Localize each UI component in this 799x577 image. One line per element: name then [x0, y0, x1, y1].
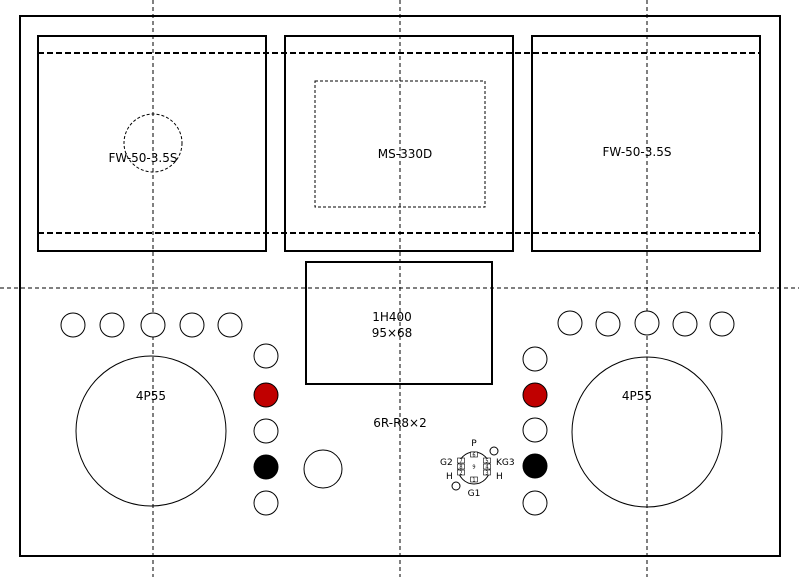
terminal-black: [522, 453, 548, 479]
socket-pin-number: 9: [472, 465, 475, 471]
pin-label-h-left: H: [446, 472, 453, 482]
pin-label-h-right: H: [496, 472, 503, 482]
socket-mount-holes: [451, 446, 499, 491]
transformer-center-label: MS-330D: [378, 147, 432, 161]
pin-label-g1: G1: [468, 489, 481, 499]
choke-box: [305, 261, 493, 385]
terminal-white: [253, 343, 279, 369]
large-hole: [303, 449, 343, 489]
small-hole: [99, 312, 125, 338]
socket-mount-hole: [451, 481, 461, 491]
small-hole: [595, 311, 621, 337]
socket-pin-marker: [470, 476, 478, 483]
terminal-white: [522, 417, 548, 443]
socket-pin-number: 1: [472, 478, 475, 484]
socket-pin-number: 6: [472, 453, 475, 459]
left-terminal-column: [253, 343, 279, 516]
transformer-left-box: [37, 35, 267, 252]
terminal-white: [522, 490, 548, 516]
terminal-black: [253, 454, 279, 480]
socket-pin-marker: [483, 463, 491, 470]
transformer-center-box: [284, 35, 514, 252]
socket-pin-number: 3: [485, 471, 488, 477]
pin-label-kg3: KG3: [496, 458, 515, 468]
small-hole: [557, 310, 583, 336]
terminal-red: [522, 382, 548, 408]
small-hole: [217, 312, 243, 338]
choke-size-label: 95×68: [372, 326, 413, 340]
socket-pin-marker: [483, 457, 491, 464]
socket-pin-number: 5: [485, 459, 488, 465]
terminal-white: [253, 418, 279, 444]
small-hole: [140, 312, 166, 338]
left-hole-row: [60, 312, 243, 338]
socket-pin-number: 4: [485, 465, 488, 471]
transformer-right-label: FW-50-3.5S: [603, 145, 672, 159]
transformer-right-box: [531, 35, 761, 252]
socket-pin-markers: [457, 451, 491, 483]
terminal-red: [253, 382, 279, 408]
transformer-left-hole: [123, 113, 183, 173]
small-hole: [672, 311, 698, 337]
driver-tube-label: 6R-R8×2: [373, 416, 426, 430]
socket-pin-numbers: 1 2 3 4 5 6 7 8 9: [459, 453, 488, 484]
socket-pin-marker: [457, 469, 465, 476]
tube-socket-left: [75, 355, 227, 507]
terminal-white: [253, 490, 279, 516]
socket-pin-number: 2: [459, 471, 462, 477]
tube-left-label: 4P55: [136, 389, 166, 403]
tube-right-label: 4P55: [622, 389, 652, 403]
small-hole: [60, 312, 86, 338]
socket-pin-marker: [457, 457, 465, 464]
transformer-center-inner: [314, 80, 486, 208]
terminal-white: [522, 346, 548, 372]
socket-pin-number: 8: [459, 465, 462, 471]
socket-pin-number: 7: [459, 459, 462, 465]
transformer-left-label: FW-50-3.5S: [109, 151, 178, 165]
small-hole: [179, 312, 205, 338]
chassis-outline: [19, 15, 781, 557]
small-hole: [634, 310, 660, 336]
tube-socket-right: [571, 356, 723, 508]
right-hole-row: [557, 310, 735, 337]
socket-pin-marker: [457, 463, 465, 470]
right-terminal-column: [522, 346, 548, 516]
socket-pin-marker: [470, 451, 478, 458]
pin-label-p: P: [471, 439, 477, 449]
choke-name-label: 1H400: [372, 310, 412, 324]
transformer-bands: [38, 52, 760, 234]
pin-label-g2: G2: [440, 458, 453, 468]
socket-mount-hole: [489, 446, 499, 456]
driver-socket: 1 2 3 4 5 6 7 8 9 P G2 H KG3 H G1: [440, 439, 515, 499]
socket-pin-marker: [483, 469, 491, 476]
small-hole: [709, 311, 735, 337]
